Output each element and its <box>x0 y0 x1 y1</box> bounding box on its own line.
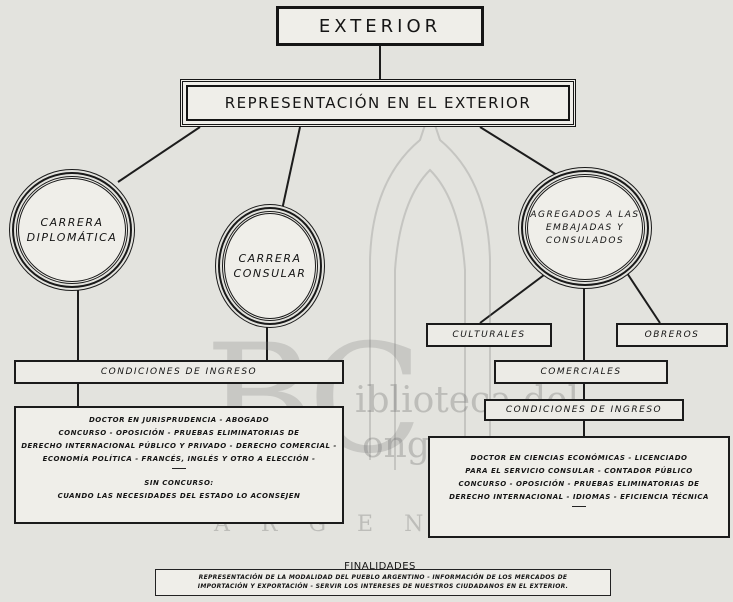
right-condiciones-box: CONDICIONES DE INGRESO <box>484 399 684 421</box>
diplomatica-line-1: CARRERA <box>40 216 104 229</box>
consular-line-1: CARRERA <box>238 252 302 265</box>
left-sin-concurso: SIN CONCURSO: <box>144 479 214 487</box>
right-line-4: DERECHO INTERNACIONAL - IDIOMAS - EFICIE… <box>449 493 709 501</box>
left-line-4: ECONOMÍA POLÍTICA - FRANCÉS, INGLÉS Y OT… <box>42 455 316 463</box>
agregados-line-3: CONSULADOS <box>545 235 625 246</box>
left-line-1: DOCTOR EN JURISPRUDENCIA - ABOGADO <box>88 416 270 424</box>
diplomatica-line-2: DIPLOMÁTICA <box>26 231 118 244</box>
obreros-label: OBREROS <box>644 330 700 340</box>
exterior-title: EXTERIOR <box>318 15 442 37</box>
obreros-box: OBREROS <box>616 323 728 347</box>
left-dash <box>172 468 186 471</box>
finalidades-box: REPRESENTACIÓN DE LA MODALIDAD DEL PUEBL… <box>155 569 611 596</box>
left-line-2: CONCURSO - OPOSICIÓN - PRUEBAS ELIMINATO… <box>58 429 300 437</box>
representacion-label: REPRESENTACIÓN EN EL EXTERIOR <box>224 94 532 112</box>
representacion-box: REPRESENTACIÓN EN EL EXTERIOR <box>180 79 576 127</box>
finalidades-line-1: REPRESENTACIÓN DE LA MODALIDAD DEL PUEBL… <box>198 574 568 581</box>
line-rep-consular <box>281 126 301 211</box>
agregados-circle: AGREGADOS A LAS EMBAJADAS Y CONSULADOS <box>525 174 645 282</box>
culturales-label: CULTURALES <box>452 330 526 340</box>
consular-line-2: CONSULAR <box>233 267 307 280</box>
line-agregados-obreros <box>624 269 661 324</box>
line-rep-agregados <box>479 126 566 181</box>
right-line-1: DOCTOR EN CIENCIAS ECONÓMICAS - LICENCIA… <box>470 454 688 462</box>
agregados-line-2: EMBAJADAS Y <box>545 222 625 233</box>
right-requirements-block: DOCTOR EN CIENCIAS ECONÓMICAS - LICENCIA… <box>428 436 730 538</box>
carrera-diplomatica-circle: CARRERA DIPLOMÁTICA <box>16 176 128 284</box>
exterior-title-box: EXTERIOR <box>276 6 484 46</box>
right-line-2: PARA EL SERVICIO CONSULAR - CONTADOR PÚB… <box>465 467 693 475</box>
line-rep-diplomatica <box>117 126 201 183</box>
comerciales-box: COMERCIALES <box>494 360 668 384</box>
left-sin-concurso-detail: CUANDO LAS NECESIDADES DEL ESTADO LO ACO… <box>57 492 301 500</box>
finalidades-title: FINALIDADES <box>344 561 416 572</box>
left-requirements-block: DOCTOR EN JURISPRUDENCIA - ABOGADO CONCU… <box>14 406 344 524</box>
left-condiciones-label: CONDICIONES DE INGRESO <box>100 367 258 377</box>
right-condiciones-label: CONDICIONES DE INGRESO <box>505 405 663 415</box>
culturales-box: CULTURALES <box>426 323 552 347</box>
left-condiciones-box: CONDICIONES DE INGRESO <box>14 360 344 384</box>
line-agregados-culturales <box>479 271 549 324</box>
right-line-3: CONCURSO - OPOSICIÓN - PRUEBAS ELIMINATO… <box>458 480 700 488</box>
carrera-consular-circle: CARRERA CONSULAR <box>222 211 318 321</box>
comerciales-label: COMERCIALES <box>540 367 622 377</box>
left-line-3: DERECHO INTERNACIONAL PÚBLICO Y PRIVADO … <box>21 442 337 450</box>
finalidades-line-2: IMPORTACIÓN Y EXPORTACIÓN - SERVIR LOS I… <box>197 583 569 590</box>
right-dash <box>572 506 586 509</box>
agregados-line-1: AGREGADOS A LAS <box>530 209 640 220</box>
